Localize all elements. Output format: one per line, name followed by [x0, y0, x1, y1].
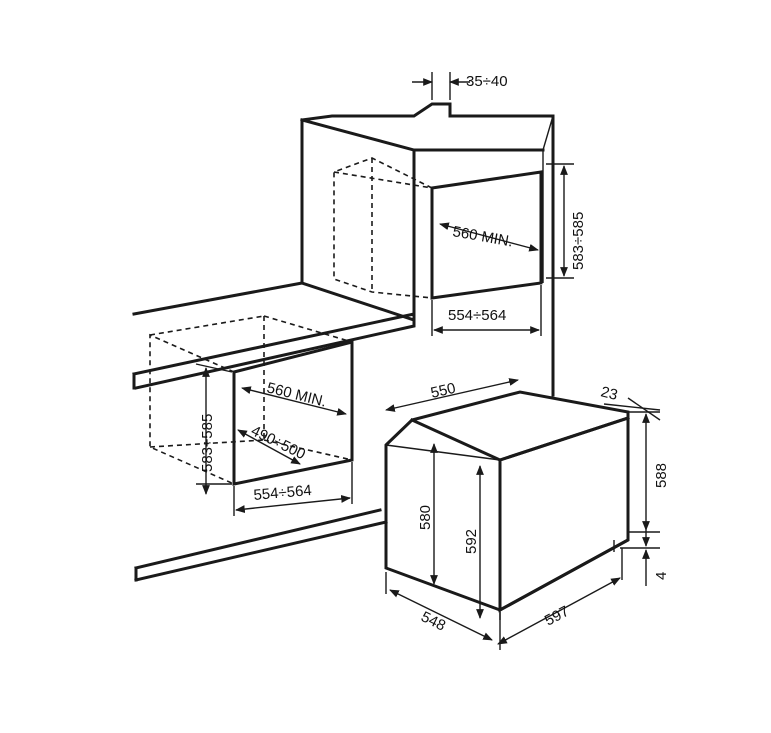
label-oven-top-depth: 550	[429, 380, 457, 402]
label-oven-body-height: 580	[417, 505, 434, 530]
label-oven-side-depth: 548	[418, 608, 448, 634]
label-under-height: 583÷585	[199, 414, 216, 472]
label-column-height: 583÷585	[570, 212, 587, 270]
base-cabinet	[132, 281, 416, 582]
label-under-depth: 490÷500	[248, 422, 308, 463]
dimension-lines	[195, 72, 661, 650]
label-oven-inner-height: 592	[463, 529, 480, 554]
label-under-min: 560 MIN.	[265, 379, 328, 410]
label-oven-front-height: 588	[653, 463, 670, 488]
oven-appliance	[384, 390, 630, 620]
label-oven-bottom-gap: 4	[653, 572, 670, 580]
label-under-width: 554÷564	[253, 482, 313, 504]
label-top-gap: 35÷40	[466, 73, 508, 90]
label-column-min: 560 MIN.	[451, 223, 514, 250]
label-oven-front-depth: 23	[599, 383, 619, 404]
label-column-width: 554÷564	[448, 307, 506, 324]
column-cabinet	[300, 102, 555, 397]
